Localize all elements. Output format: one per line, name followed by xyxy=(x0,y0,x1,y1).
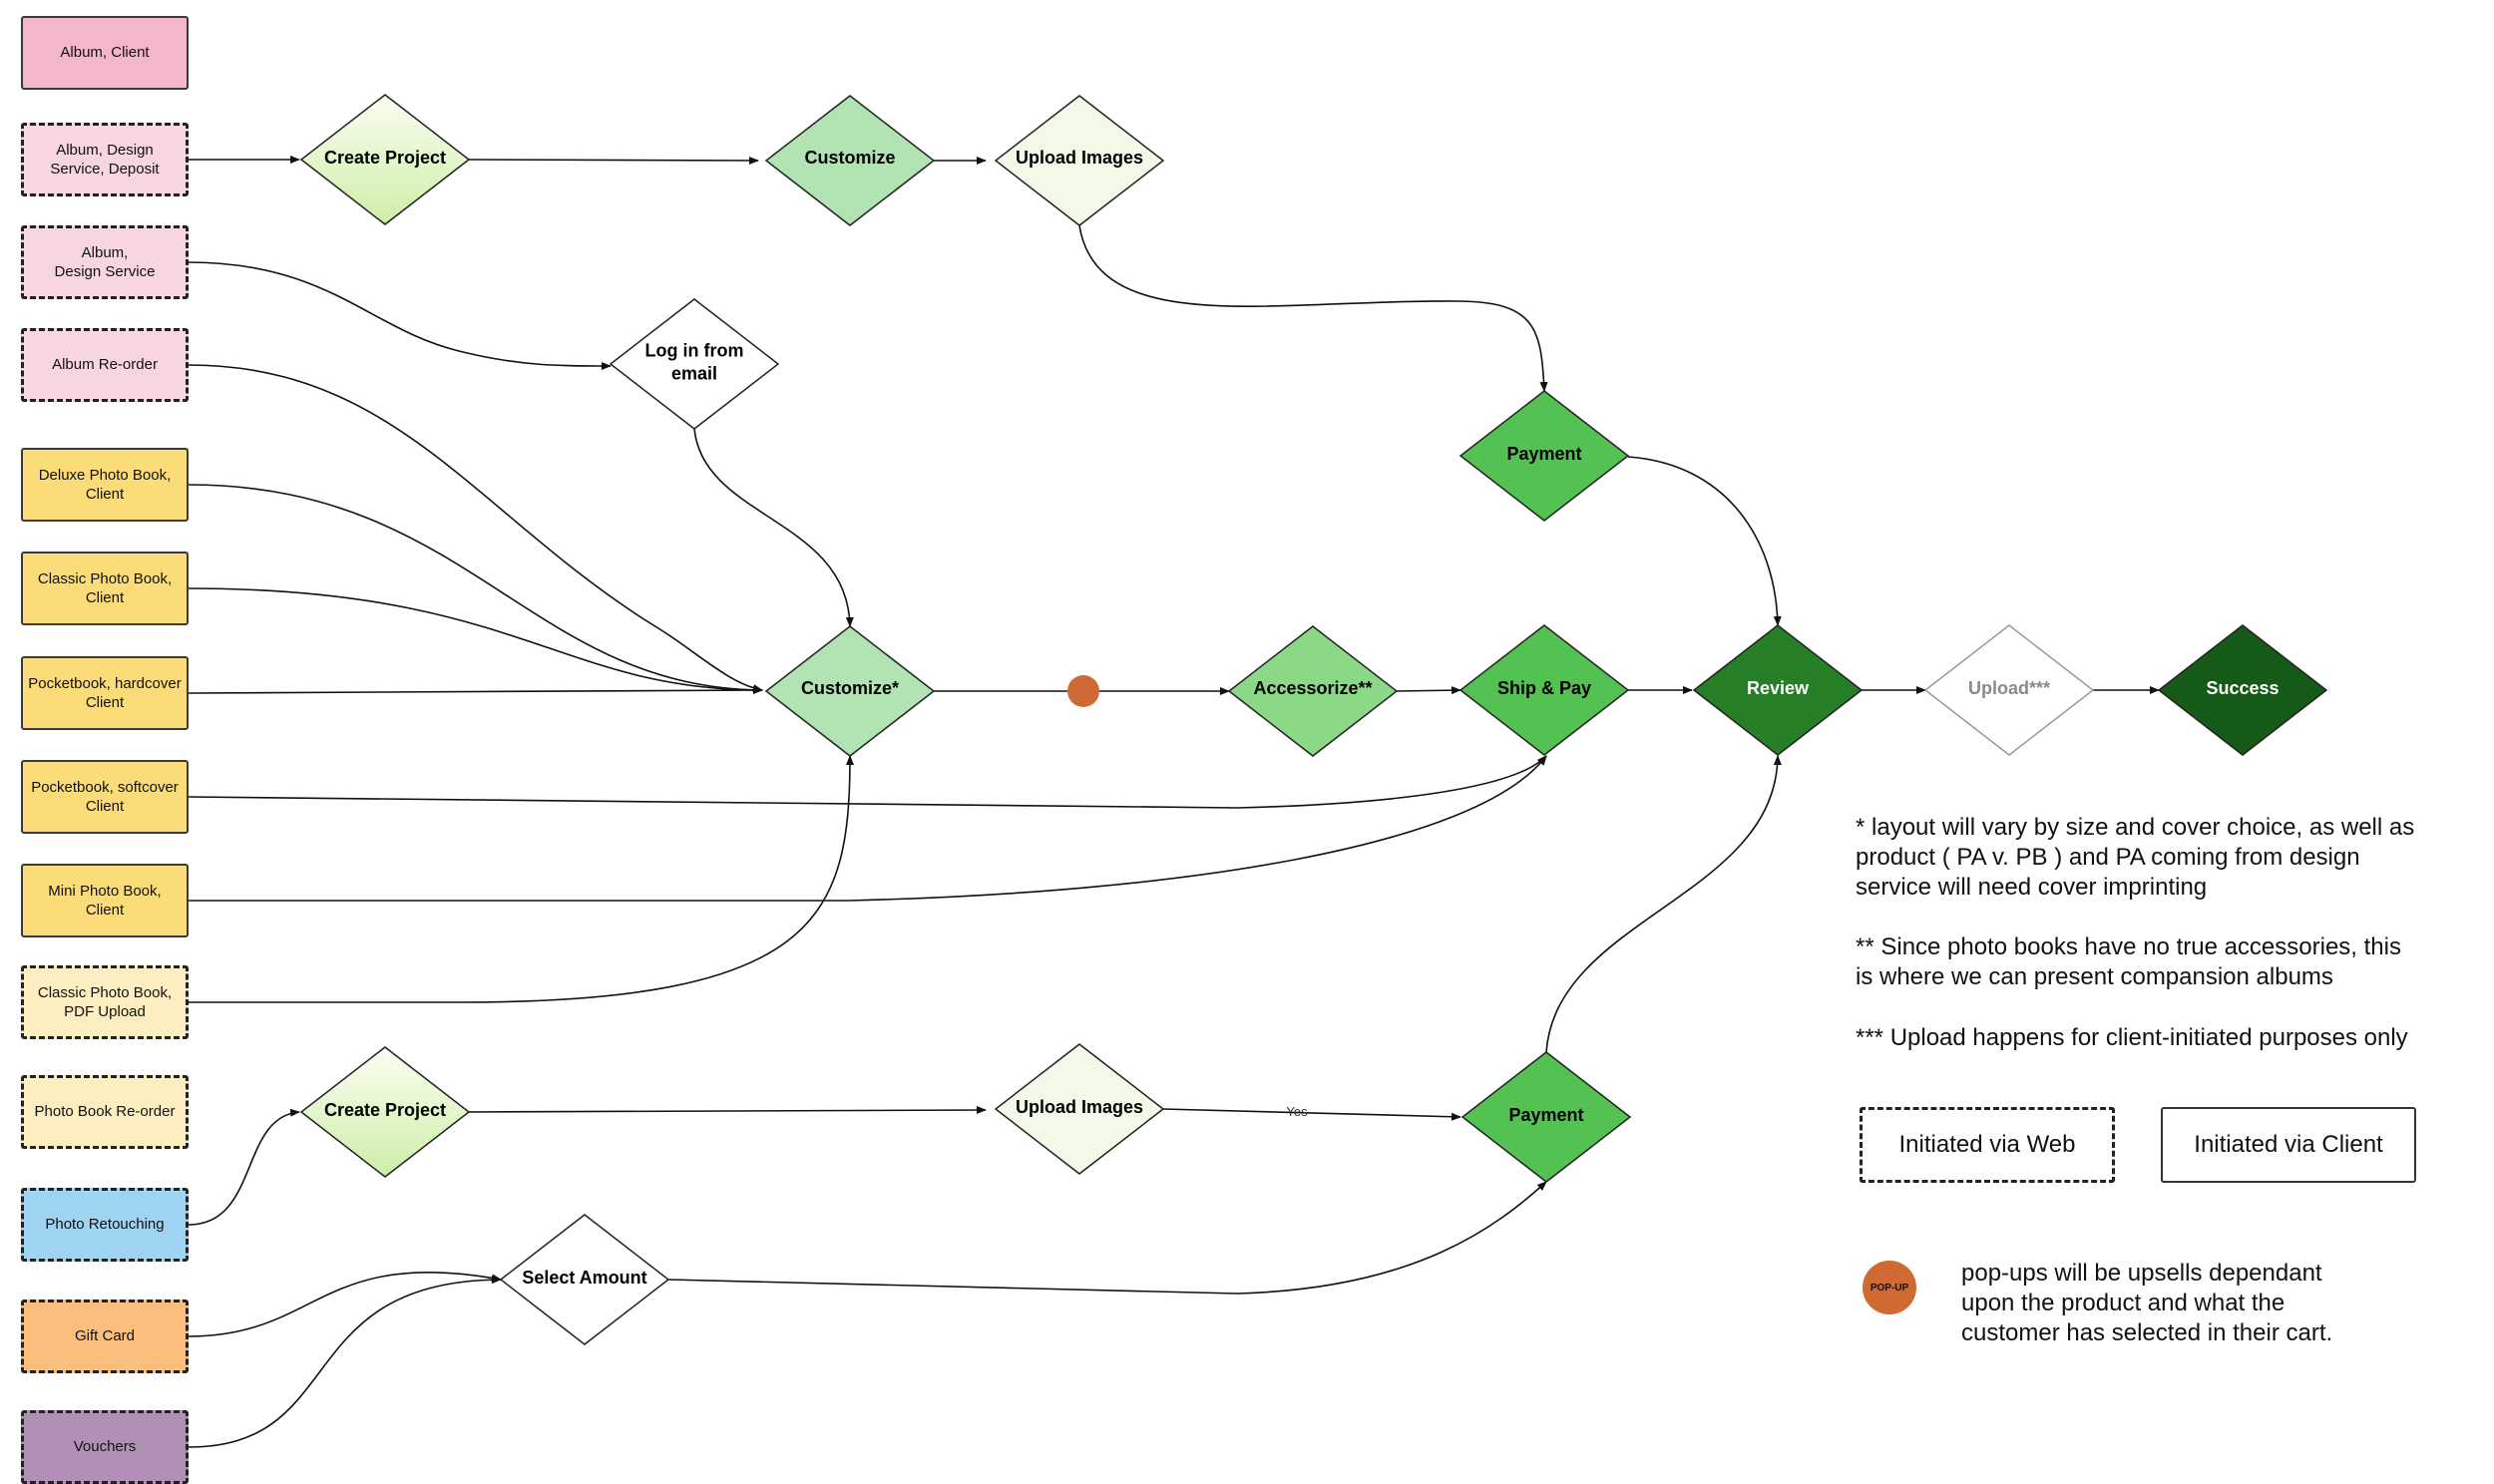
note-accessories: ** Since photo books have no true access… xyxy=(1856,933,2401,990)
popup-marker-icon xyxy=(1067,675,1099,707)
source-mini-photo-book[interactable]: Mini Photo Book, Client xyxy=(21,864,189,937)
login-email-diamond[interactable] xyxy=(609,298,780,430)
legend-popup-icon: POP-UP xyxy=(1863,1261,1916,1314)
source-photo-book-reorder[interactable]: Photo Book Re-order xyxy=(21,1075,189,1149)
payment-2-diamond[interactable] xyxy=(1460,1051,1632,1183)
payment-1-diamond[interactable] xyxy=(1458,390,1630,522)
edge-s14-select xyxy=(188,1276,502,1448)
edge-create-upload xyxy=(468,1106,987,1115)
edge-s4-customize xyxy=(188,364,763,693)
upload-images-1-diamond[interactable] xyxy=(994,95,1165,226)
source-album-design-deposit[interactable]: Album, Design Service, Deposit xyxy=(21,123,189,196)
upload-images-2-diamond[interactable] xyxy=(994,1043,1165,1175)
customize-top-diamond[interactable] xyxy=(764,95,936,226)
source-album-client[interactable]: Album, Client xyxy=(21,16,189,90)
source-vouchers[interactable]: Vouchers xyxy=(21,1410,189,1484)
customize-main-diamond[interactable] xyxy=(764,625,936,757)
edge-accessorize-shippay xyxy=(1396,686,1461,695)
ship-pay-diamond[interactable] xyxy=(1458,624,1630,756)
review-diamond[interactable] xyxy=(1692,624,1864,756)
edge-upload-payment xyxy=(1078,224,1548,392)
legend-initiated-client: Initiated via Client xyxy=(2161,1107,2416,1183)
edge-s6-customize xyxy=(188,587,763,694)
connectors xyxy=(188,156,2160,1448)
source-classic-photo-book-pdf[interactable]: Classic Photo Book, PDF Upload xyxy=(21,965,189,1039)
decision-shapes xyxy=(299,94,2328,1345)
edge-payment-review xyxy=(1627,456,1782,626)
source-album-reorder[interactable]: Album Re-order xyxy=(21,328,189,402)
accessorize-diamond[interactable] xyxy=(1227,625,1399,757)
source-photo-retouching[interactable]: Photo Retouching xyxy=(21,1188,189,1262)
source-pocketbook-hardcover[interactable]: Pocketbook, hardcover Client xyxy=(21,656,189,730)
source-pocketbook-softcover[interactable]: Pocketbook, softcover Client xyxy=(21,760,189,834)
source-classic-photo-book[interactable]: Classic Photo Book, Client xyxy=(21,552,189,625)
legend-popup-badge-text: POP-UP xyxy=(1870,1282,1909,1294)
edge-create-customize xyxy=(468,156,759,165)
source-gift-card[interactable]: Gift Card xyxy=(21,1299,189,1373)
edge-s3-login xyxy=(188,261,612,370)
create-project-2-diamond[interactable] xyxy=(299,1046,471,1178)
source-album-design-service[interactable]: Album, Design Service xyxy=(21,225,189,299)
edge-s9-shippay xyxy=(189,755,1547,902)
select-amount-diamond[interactable] xyxy=(499,1214,670,1345)
edge-upload-payment-yes xyxy=(1162,1108,1461,1121)
edge-s10-customize xyxy=(189,755,854,1003)
legend-popup-text: pop-ups will be upsells dependant upon t… xyxy=(1961,1260,2333,1346)
edge-s8-shippay xyxy=(188,755,1547,809)
edge-login-customize xyxy=(693,428,854,627)
note-upload: *** Upload happens for client-initiated … xyxy=(1856,1024,2408,1051)
edge-s13-select xyxy=(188,1271,502,1337)
upload-optional-diamond[interactable] xyxy=(1923,624,2095,756)
edge-label-yes: Yes xyxy=(1286,1104,1308,1119)
edge-s12-create xyxy=(188,1108,300,1226)
edge-s7-customize xyxy=(188,686,763,695)
success-diamond[interactable] xyxy=(2157,624,2328,756)
legend-initiated-web: Initiated via Web xyxy=(1860,1107,2115,1183)
edge-payment-review-bottom xyxy=(1545,755,1782,1053)
note-layout: * layout will vary by size and cover cho… xyxy=(1856,814,2415,901)
source-deluxe-photo-book[interactable]: Deluxe Photo Book, Client xyxy=(21,448,189,522)
edge-s5-customize xyxy=(188,484,763,694)
create-project-1-diamond[interactable] xyxy=(299,94,471,225)
edge-select-payment xyxy=(667,1181,1547,1295)
